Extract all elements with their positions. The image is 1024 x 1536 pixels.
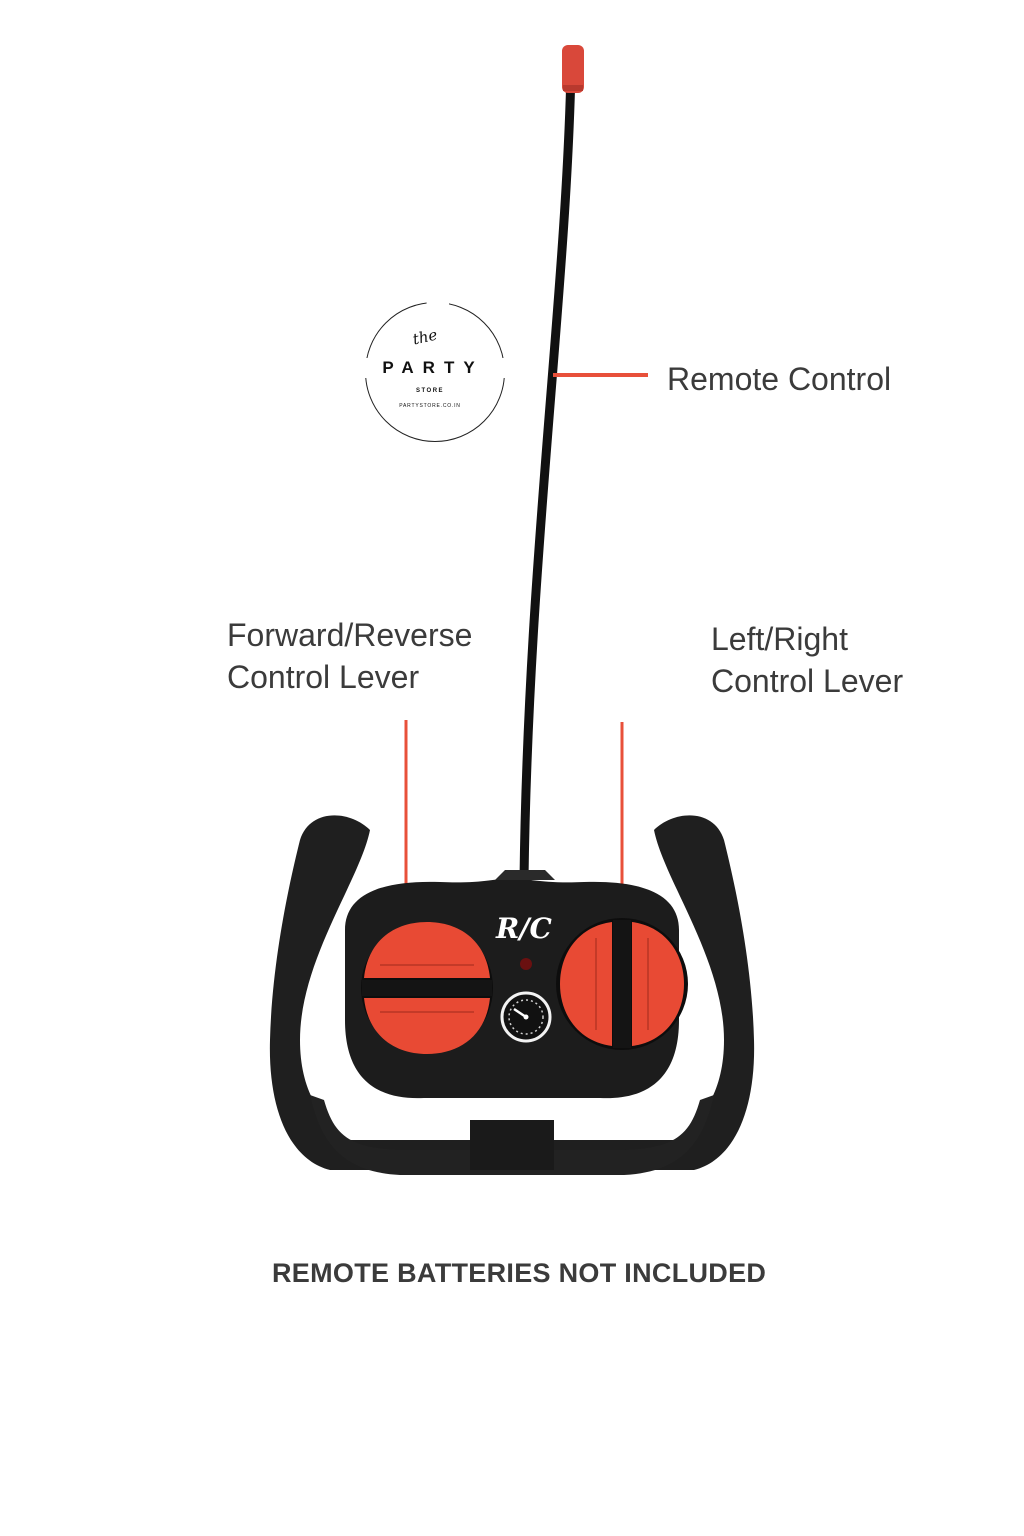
logo-store: STORE bbox=[415, 388, 445, 394]
brand-logo: the PARTY STORE PARTYSTORE.CO.IN bbox=[355, 300, 505, 445]
logo-url: PARTYSTORE.CO.IN bbox=[399, 403, 461, 409]
left-right-lever[interactable] bbox=[556, 918, 688, 1050]
antenna bbox=[519, 65, 576, 885]
power-indicator-icon bbox=[520, 958, 532, 970]
logo-party: PARTY bbox=[355, 358, 505, 378]
left-right-label: Left/Right Control Lever bbox=[711, 621, 904, 699]
batteries-notice: REMOTE BATTERIES NOT INCLUDED bbox=[272, 1258, 767, 1288]
remote-control-label: Remote Control bbox=[667, 361, 892, 397]
forward-reverse-label: Forward/Reverse Control Lever bbox=[227, 617, 473, 695]
speedometer-icon bbox=[500, 991, 552, 1043]
rc-badge: R/C bbox=[496, 912, 552, 945]
antenna-tip bbox=[562, 45, 584, 93]
forward-reverse-lever[interactable] bbox=[361, 922, 493, 1054]
